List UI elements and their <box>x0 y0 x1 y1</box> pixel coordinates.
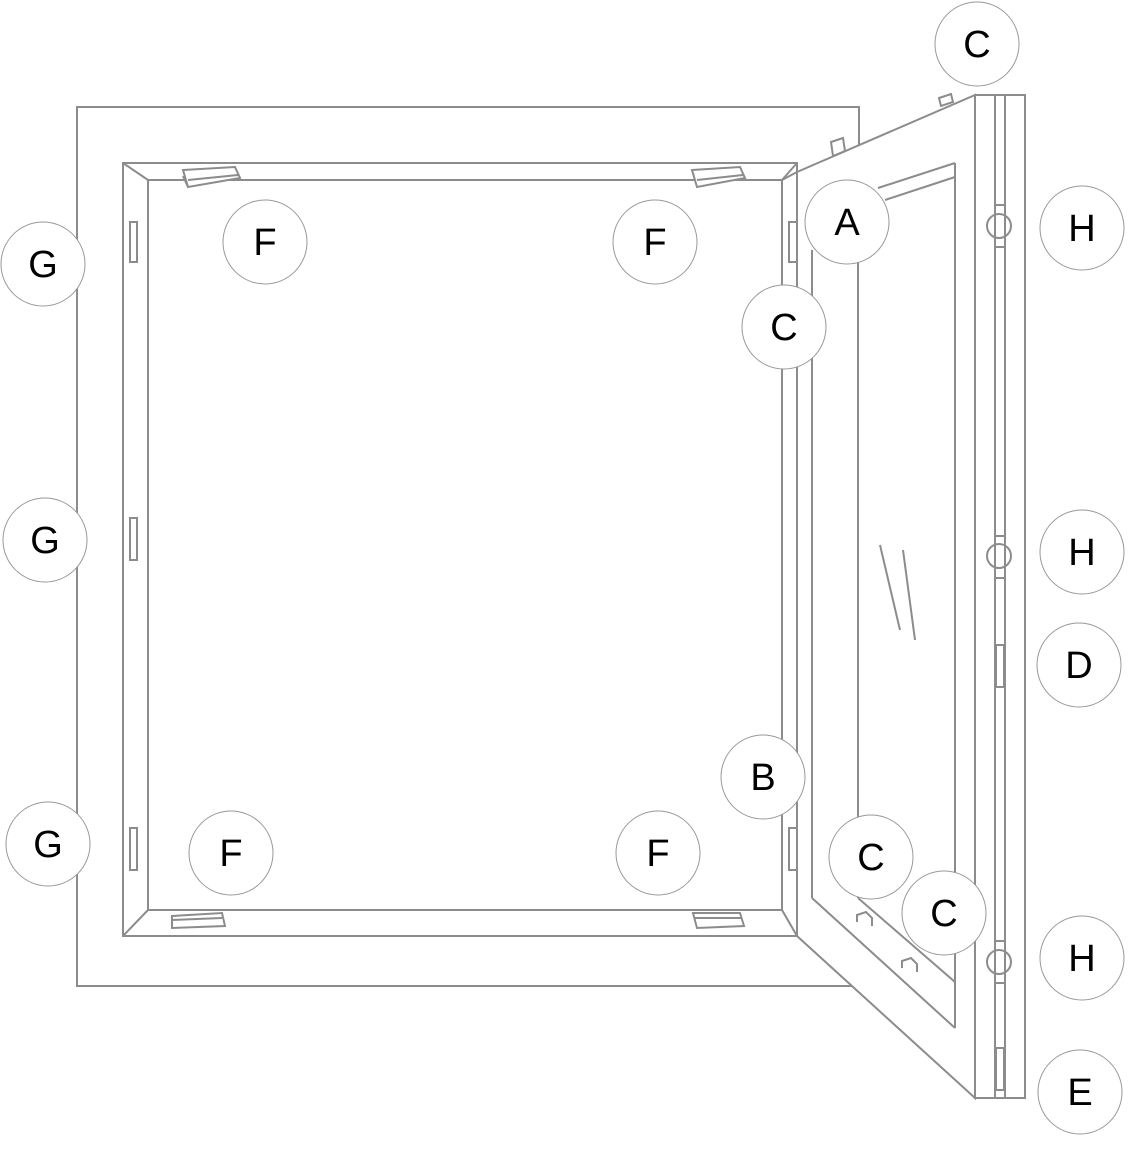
callout-f-top-left: F <box>222 199 308 285</box>
callout-circle <box>188 810 274 896</box>
hinge-column <box>974 94 1026 1099</box>
callout-e: E <box>1037 1049 1123 1135</box>
callout-label: G <box>33 824 63 866</box>
callout-circle <box>2 497 88 583</box>
callouts: C A C H G F F G H D B G F F C C H E <box>0 1 1125 1135</box>
callout-circle <box>741 284 827 370</box>
callout-g-middle: G <box>2 497 88 583</box>
callout-b: B <box>720 734 806 820</box>
callout-h-bottom: H <box>1039 915 1125 1001</box>
callout-circle <box>1036 622 1122 708</box>
callout-g-bottom: G <box>5 801 91 887</box>
callout-label: F <box>253 222 276 264</box>
callout-circle <box>804 179 890 265</box>
callout-f-top-right: F <box>612 199 698 285</box>
callout-circle <box>5 801 91 887</box>
callout-circle <box>612 199 698 285</box>
callout-circle <box>222 199 308 285</box>
callout-label: C <box>770 307 797 349</box>
callout-label: C <box>963 24 990 66</box>
callout-circle <box>1039 915 1125 1001</box>
callout-c-top: C <box>934 1 1020 87</box>
callout-label: F <box>643 222 666 264</box>
callout-label: G <box>28 244 58 286</box>
callout-circle <box>934 1 1020 87</box>
callout-label: B <box>750 757 775 799</box>
callout-circle <box>720 734 806 820</box>
callout-circle <box>901 870 987 956</box>
callout-circle <box>0 221 86 307</box>
hinge-middle <box>986 535 1012 579</box>
callout-d: D <box>1036 622 1122 708</box>
callout-label: H <box>1068 208 1095 250</box>
frame-slots <box>129 221 798 871</box>
callout-label: A <box>834 202 860 244</box>
callout-c-lower-2: C <box>901 870 987 956</box>
hinge-top <box>986 204 1012 248</box>
frame-blocks <box>171 165 747 930</box>
callout-label: H <box>1068 938 1095 980</box>
callout-c-lower-1: C <box>828 814 914 900</box>
callout-f-bottom-left: F <box>188 810 274 896</box>
callout-circle <box>615 810 701 896</box>
callout-h-top: H <box>1039 185 1125 271</box>
part-d <box>995 644 1005 688</box>
callout-label: G <box>30 520 60 562</box>
callout-label: C <box>930 893 957 935</box>
callout-label: C <box>857 837 884 879</box>
callout-circle <box>1039 509 1125 595</box>
callout-label: H <box>1068 532 1095 574</box>
callout-h-middle: H <box>1039 509 1125 595</box>
callout-circle <box>828 814 914 900</box>
hinge-bottom <box>986 940 1012 984</box>
callout-label: D <box>1065 645 1092 687</box>
callout-label: F <box>219 833 242 875</box>
callout-circle <box>1039 185 1125 271</box>
part-e <box>995 1047 1005 1091</box>
callout-g-top: G <box>0 221 86 307</box>
glass-reflection <box>879 544 901 631</box>
callout-label: E <box>1067 1072 1092 1114</box>
callout-circle <box>1037 1049 1123 1135</box>
callout-f-bottom-right: F <box>615 810 701 896</box>
callout-c-upper: C <box>741 284 827 370</box>
callout-a: A <box>804 179 890 265</box>
callout-label: F <box>646 833 669 875</box>
